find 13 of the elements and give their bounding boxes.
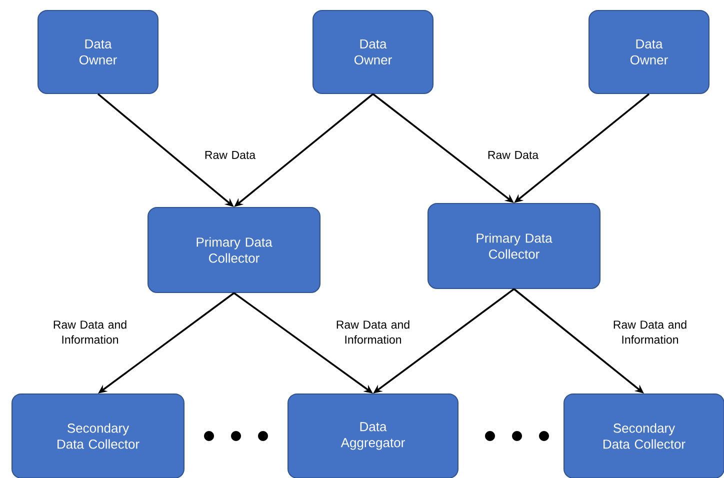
edge-label: Raw Data and Information [336, 320, 410, 344]
process-box: Secondary Data Collector [12, 394, 184, 478]
edge-label: Raw Data [488, 151, 539, 159]
edge-label: Raw Data [205, 151, 256, 159]
process-box: Data Owner [38, 10, 158, 94]
process-box: Data Owner [312, 10, 434, 94]
process-box: Primary Data Collector [428, 203, 600, 289]
edge-label: Raw Data and Information [614, 320, 686, 344]
process-box: Data Owner [588, 10, 710, 94]
process-box: Data Aggregator [288, 394, 458, 478]
process-box: Primary Data Collector [148, 207, 320, 293]
edge-label: Raw Data and Information [54, 320, 126, 344]
process-box: Secondary Data Collector [564, 394, 724, 478]
